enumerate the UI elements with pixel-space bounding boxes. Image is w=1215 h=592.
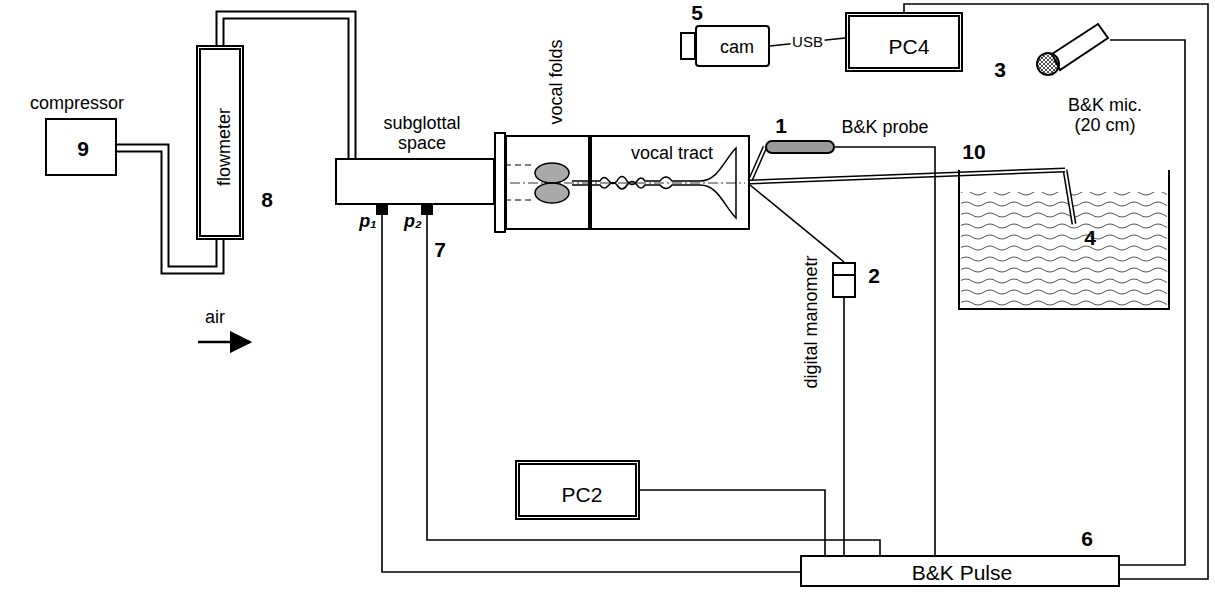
part-label: PC2: [562, 483, 603, 506]
part-label: flowmeter: [215, 108, 235, 186]
vocal-folds-box: vocal folds: [505, 135, 590, 230]
water: [961, 170, 1167, 307]
part-label: digital manometr: [802, 255, 822, 388]
callout-number: 4: [1084, 226, 1096, 249]
part-label: B&K probe: [841, 118, 928, 138]
subglottal-space: subglottal space: [335, 158, 495, 205]
vocal-fold-model: [505, 163, 745, 203]
pressure-label: p₂: [404, 212, 422, 232]
edge-label: USB: [790, 34, 825, 51]
computer-box: PC4: [845, 12, 963, 72]
digital-manometer: digital manometr2: [832, 262, 856, 298]
tube-bore: [750, 170, 1065, 182]
microphone-drawing: [1030, 18, 1110, 78]
callout-number: 1: [775, 114, 787, 137]
callout-number: 3: [994, 58, 1006, 81]
part-label: PC4: [889, 35, 930, 58]
flow-label: air: [205, 308, 225, 328]
callout-number: 5: [691, 1, 703, 24]
part-label: B&K Pulse: [912, 561, 1012, 584]
water-tube: [750, 170, 1065, 182]
callout-number: 9: [77, 137, 89, 160]
tube-wall: [750, 147, 765, 181]
cable-line: [835, 147, 935, 555]
signal-cable: [904, 4, 1208, 579]
callout-number: 10: [962, 140, 985, 163]
cable-line: [843, 298, 845, 555]
part-label: vocal tract: [631, 144, 713, 164]
vocal-tract-box: vocal tract: [590, 135, 750, 230]
cable-line: [904, 4, 1208, 579]
signal-cable: [835, 147, 935, 555]
flange: [495, 133, 505, 232]
analyzer-box: B&K Pulse6: [800, 555, 1120, 587]
pressure-label: p₁: [359, 212, 376, 232]
probe-microphone: 1B&K probe: [765, 140, 835, 154]
compressor-box: compressor9: [45, 118, 117, 176]
computer-box: PC2: [515, 460, 640, 520]
part-label: subglottal space: [376, 114, 468, 154]
tube-wall: [750, 170, 1065, 182]
callout-number: 2: [868, 264, 880, 287]
cable-line: [750, 185, 844, 262]
microphone: 3B&K mic. (20 cm): [1030, 18, 1110, 78]
part-label: cam: [720, 38, 754, 58]
tube-bore: [750, 147, 765, 181]
camera-lens: [681, 33, 695, 59]
signal-cable: [844, 298, 845, 555]
signal-cable: [427, 205, 880, 555]
signal-cable: [640, 490, 825, 555]
cable-line: [427, 205, 880, 555]
flowmeter-tube: flowmeter8: [196, 45, 244, 240]
cable-line: [382, 205, 800, 572]
cable-line: [640, 490, 825, 555]
part-label: B&K mic. (20 cm): [1055, 96, 1155, 136]
callout-number: 6: [1081, 527, 1093, 550]
part-label: vocal folds: [547, 39, 567, 124]
pressure-tube: [750, 185, 844, 262]
water-tank: 104: [958, 170, 1170, 310]
signal-cable: [382, 205, 800, 572]
probe-tube: [750, 147, 765, 181]
callout-number: 7: [434, 238, 446, 261]
callout-number: 8: [261, 188, 273, 211]
part-label: compressor: [30, 94, 124, 114]
camera: 5cam: [695, 25, 770, 67]
air-arrow: [198, 342, 250, 343]
